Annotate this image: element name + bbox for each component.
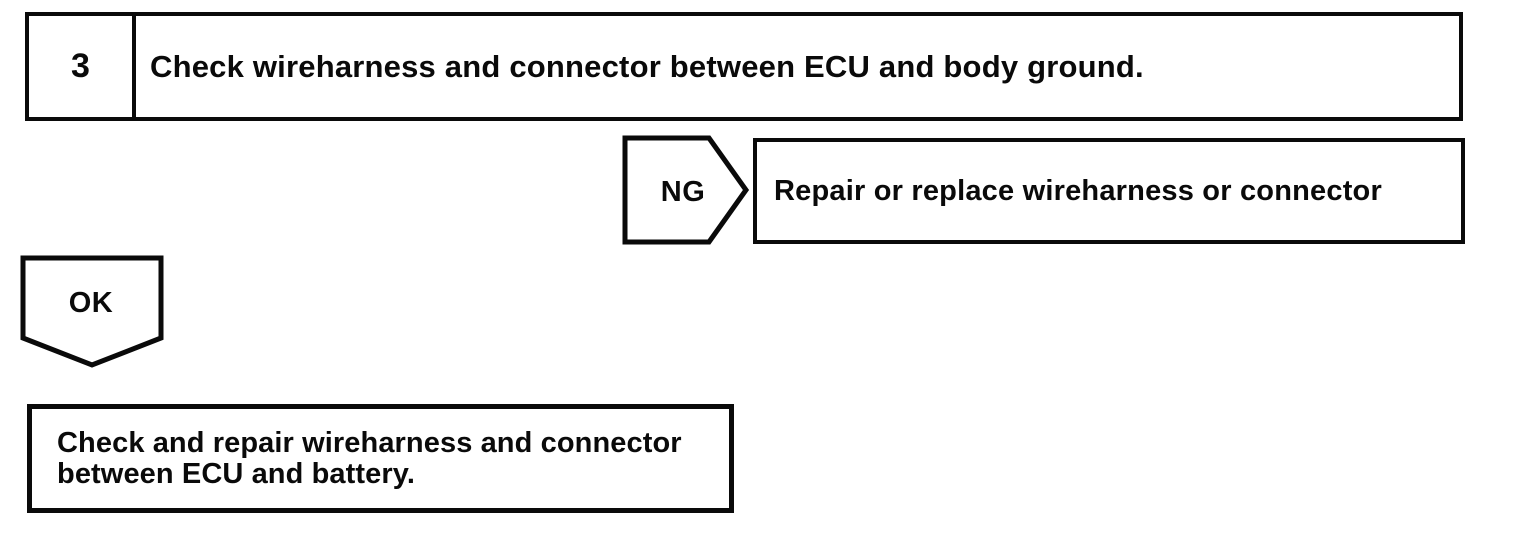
ok-label: OK bbox=[69, 287, 114, 319]
ng-label: NG bbox=[661, 176, 706, 208]
ng-pentagon-icon bbox=[622, 135, 750, 245]
step-number: 3 bbox=[29, 16, 136, 117]
ng-connector-shape: NG bbox=[622, 135, 750, 245]
ok-connector-shape: OK bbox=[20, 255, 164, 368]
ok-pentagon-icon bbox=[20, 255, 164, 368]
ok-action-text: Check and repair wireharness and connect… bbox=[57, 426, 682, 490]
ng-action-box: Repair or replace wireharness or connect… bbox=[753, 138, 1465, 244]
step-instruction: Check wireharness and connector between … bbox=[150, 48, 1144, 84]
ng-action-text: Repair or replace wireharness or connect… bbox=[774, 174, 1382, 207]
ok-action-box: Check and repair wireharness and connect… bbox=[27, 404, 734, 513]
step-box: 3 Check wireharness and connector betwee… bbox=[25, 12, 1463, 121]
